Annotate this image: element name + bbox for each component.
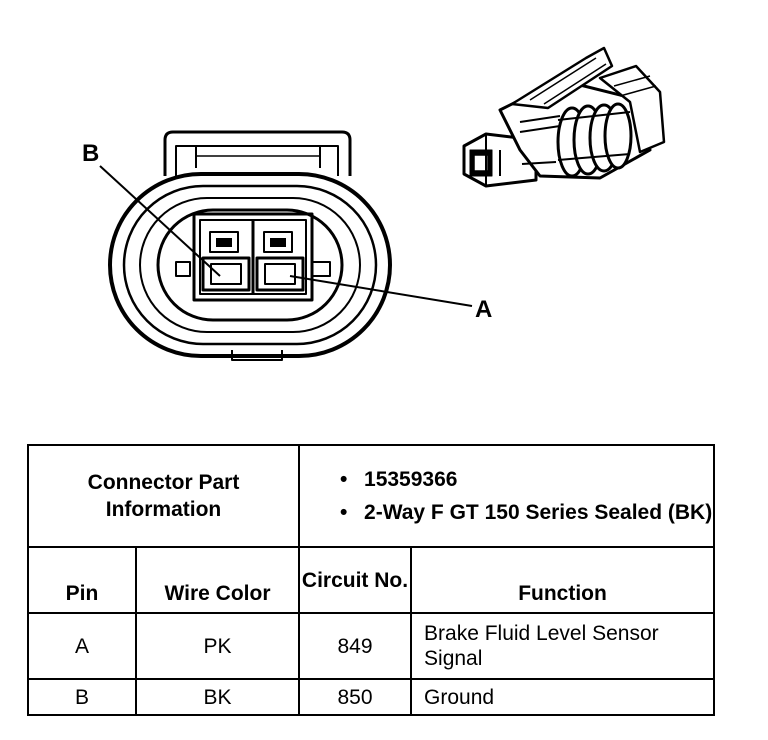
table-row: B BK 850 Ground	[27, 678, 716, 716]
connector-table: Connector Part Information 15359366 2-Wa…	[26, 444, 716, 716]
circuit-no-cell: 850	[298, 678, 413, 716]
pin-cell: B	[27, 678, 137, 716]
callout-label-b: B	[82, 140, 100, 167]
leader-line-a	[289, 275, 473, 307]
pin-cell: A	[27, 612, 137, 680]
function-cell: Ground	[410, 678, 716, 716]
connector-description: 2-Way F GT 150 Series Sealed (BK)	[340, 499, 713, 526]
column-header-pin: Pin	[27, 546, 137, 614]
circuit-no-cell: 849	[298, 612, 413, 680]
connector-part-info-label: Connector Part Information	[26, 444, 301, 548]
column-header-wire-color: Wire Color	[134, 546, 301, 614]
part-number: 15359366	[340, 466, 713, 493]
column-header-function: Function	[410, 546, 716, 614]
connector-diagram	[99, 46, 666, 361]
wire-color-cell: PK	[134, 612, 301, 680]
connector-face-view	[108, 130, 392, 361]
wire-color-cell: BK	[134, 678, 301, 716]
column-header-circuit-no: Circuit No.	[298, 546, 413, 614]
table-row: A PK 849 Brake Fluid Level Sensor Signal	[27, 612, 716, 680]
callout-label-a: A	[475, 296, 493, 323]
leader-line-b	[99, 165, 221, 277]
connector-isometric-view	[462, 46, 666, 188]
function-cell: Brake Fluid Level Sensor Signal	[410, 612, 716, 680]
connector-part-info-list: 15359366 2-Way F GT 150 Series Sealed (B…	[298, 444, 716, 548]
